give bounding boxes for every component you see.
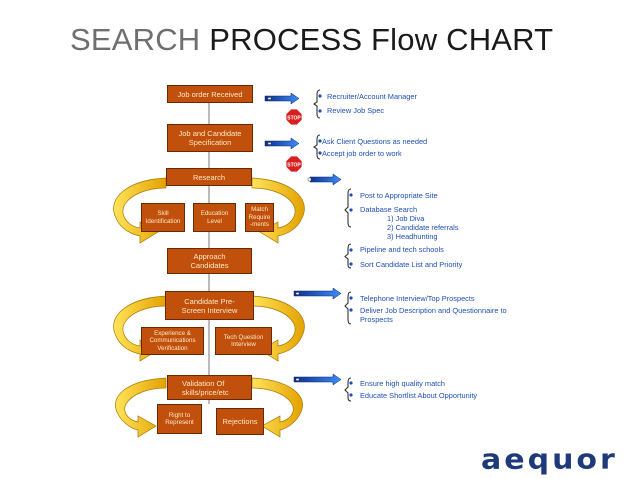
brace-telephone	[344, 291, 352, 325]
link-arrow-spec	[264, 137, 300, 150]
rejections-box: Rejections	[216, 408, 264, 435]
skill-box: Skill Identification	[141, 203, 185, 232]
arrow-tail-markers	[267, 97, 312, 381]
note-headhunting: 3) Headhunting	[387, 232, 438, 241]
page-title: SEARCH PROCESS Flow CHART	[70, 22, 553, 58]
curved-arrow-right-prescreen	[251, 295, 305, 362]
job-candidate-spec-label: Job and Candidate Specification	[178, 129, 242, 147]
brace-pipeline	[344, 243, 352, 269]
validation-label: Validation Of skills/price/etc	[182, 378, 229, 397]
curved-arrow-left-research	[113, 177, 167, 244]
note-sort-list: Sort Candidate List and Priority	[360, 260, 463, 269]
curved-arrow-left-validation	[115, 377, 167, 438]
experience-box: Experience & Communications Verification	[141, 327, 204, 355]
education-box: Education Level	[193, 203, 236, 232]
job-order-box: Job order Received	[167, 85, 253, 103]
stop-sign-2-label: STOP	[287, 163, 301, 169]
note-telephone: Telephone Interview/Top Prospects	[360, 294, 475, 303]
rejections-label: Rejections	[222, 417, 258, 426]
tech-label: Tech Question Interview	[223, 333, 264, 349]
curved-arrow-right-research	[251, 177, 305, 244]
brace-dots	[318, 94, 353, 397]
experience-label: Experience & Communications Verification	[149, 329, 196, 352]
tech-box: Tech Question Interview	[215, 327, 272, 355]
brace-brackets	[313, 89, 352, 402]
research-label: Research	[192, 172, 226, 182]
title-part-search: SEARCH	[70, 22, 201, 57]
note-database-search: Database Search	[360, 205, 418, 214]
note-accept-order: Accept job order to work	[322, 149, 402, 158]
research-box: Research	[166, 168, 252, 186]
curved-arrows	[113, 177, 305, 438]
brace-client	[313, 134, 321, 160]
match-label: Match Require-ments	[248, 206, 271, 229]
prescreen-label: Candidate Pre-Screen Interview	[181, 296, 238, 315]
brace-quality	[344, 377, 352, 402]
stop-sign-1: STOP	[285, 108, 303, 126]
note-review-spec: Review Job Spec	[327, 106, 385, 115]
validation-box: Validation Of skills/price/etc	[167, 375, 252, 400]
curved-arrow-left-prescreen	[113, 295, 167, 362]
approach-label: Approach Candidates	[190, 252, 229, 270]
job-order-label: Job order Received	[177, 89, 243, 99]
note-candidate-referrals: 2) Candidate referrals	[387, 223, 459, 232]
right-to-represent-label: Right to Represent	[165, 411, 194, 427]
note-job-diva: 1) Job Diva	[387, 214, 425, 223]
note-ask-client: Ask Client Questions as needed	[322, 137, 428, 146]
stop-sign-1-label: STOP	[287, 116, 301, 122]
note-ensure-quality: Ensure high quality match	[360, 379, 446, 388]
link-arrow-job-order	[264, 92, 300, 105]
job-candidate-spec-box: Job and Candidate Specification	[167, 124, 253, 152]
link-arrows	[264, 92, 342, 386]
note-deliver: Deliver Job Description and Questionnair…	[360, 306, 507, 315]
note-recruiter: Recruiter/Account Manager	[327, 92, 417, 101]
curved-arrow-right-validation	[251, 377, 303, 438]
skill-label: Skill Identification	[145, 210, 181, 225]
link-arrow-research	[309, 173, 342, 186]
match-box: Match Require-ments	[245, 203, 274, 232]
note-prospects: Prospects	[360, 315, 393, 324]
approach-box: Approach Candidates	[167, 248, 252, 274]
note-pipeline: Pipeline and tech schools	[360, 245, 444, 254]
prescreen-box: Candidate Pre-Screen Interview	[165, 291, 254, 320]
note-post-site: Post to Appropriate Site	[360, 191, 438, 200]
note-educate-shortlist: Educate Shortlist About Opportunity	[360, 391, 478, 400]
right-to-represent-box: Right to Represent	[157, 404, 202, 434]
brace-post	[344, 188, 352, 228]
stop-sign-2: STOP	[285, 155, 303, 173]
education-label: Education Level	[200, 210, 229, 225]
title-part-process: PROCESS Flow CHART	[209, 22, 554, 57]
brace-recruiter	[313, 89, 321, 119]
aequor-logo: aequor	[481, 443, 618, 476]
link-arrow-validation	[293, 373, 342, 386]
link-arrow-prescreen	[293, 287, 342, 300]
